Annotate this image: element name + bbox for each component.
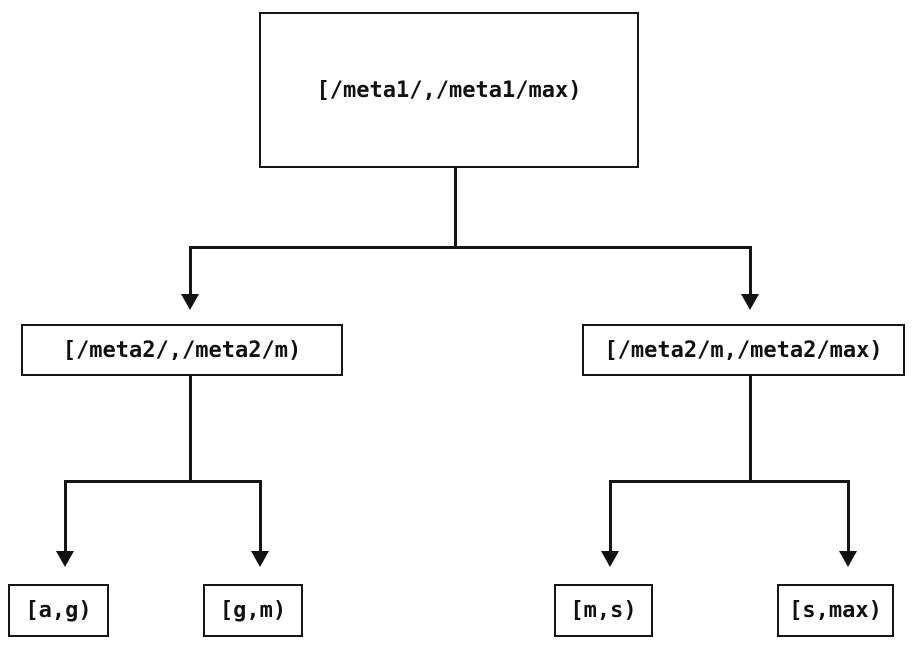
tree-node-meta2-right: [/meta2/m,/meta2/max) — [582, 324, 905, 376]
connector-root-crossbar — [189, 246, 751, 249]
arrowhead-down-icon — [181, 294, 199, 310]
arrowhead-down-icon — [839, 551, 857, 567]
tree-node-root-label: [/meta1/,/meta1/max) — [316, 77, 582, 103]
arrowhead-down-icon — [56, 551, 74, 567]
arrowhead-down-icon — [741, 294, 759, 310]
connector-root-right-drop — [749, 246, 752, 294]
tree-leaf-g-m-label: [g,m) — [219, 598, 287, 623]
tree-leaf-a-g: [a,g) — [8, 584, 109, 637]
tree-leaf-s-max-label: [s,max) — [789, 598, 882, 623]
connector-left-inner-drop — [259, 480, 262, 551]
connector-right-crossbar — [609, 480, 849, 483]
connector-left-crossbar — [64, 480, 261, 483]
tree-node-meta2-left-label: [/meta2/,/meta2/m) — [62, 337, 302, 363]
connector-right-outer-drop — [847, 480, 850, 551]
tree-leaf-g-m: [g,m) — [203, 584, 303, 637]
tree-leaf-s-max: [s,max) — [777, 584, 894, 637]
tree-leaf-m-s-label: [m,s) — [570, 598, 637, 623]
connector-root-stem — [454, 168, 457, 246]
connector-left-outer-drop — [64, 480, 67, 551]
connector-right-inner-drop — [609, 480, 612, 551]
tree-node-meta2-right-label: [/meta2/m,/meta2/max) — [604, 337, 883, 363]
tree-node-meta2-left: [/meta2/,/meta2/m) — [21, 324, 343, 376]
tree-leaf-a-g-label: [a,g) — [25, 598, 92, 623]
arrowhead-down-icon — [601, 551, 619, 567]
connector-root-left-drop — [189, 246, 192, 294]
connector-right-stem — [749, 376, 752, 481]
tree-node-root: [/meta1/,/meta1/max) — [259, 12, 639, 168]
connector-left-stem — [189, 376, 192, 481]
tree-leaf-m-s: [m,s) — [554, 584, 653, 637]
arrowhead-down-icon — [251, 551, 269, 567]
